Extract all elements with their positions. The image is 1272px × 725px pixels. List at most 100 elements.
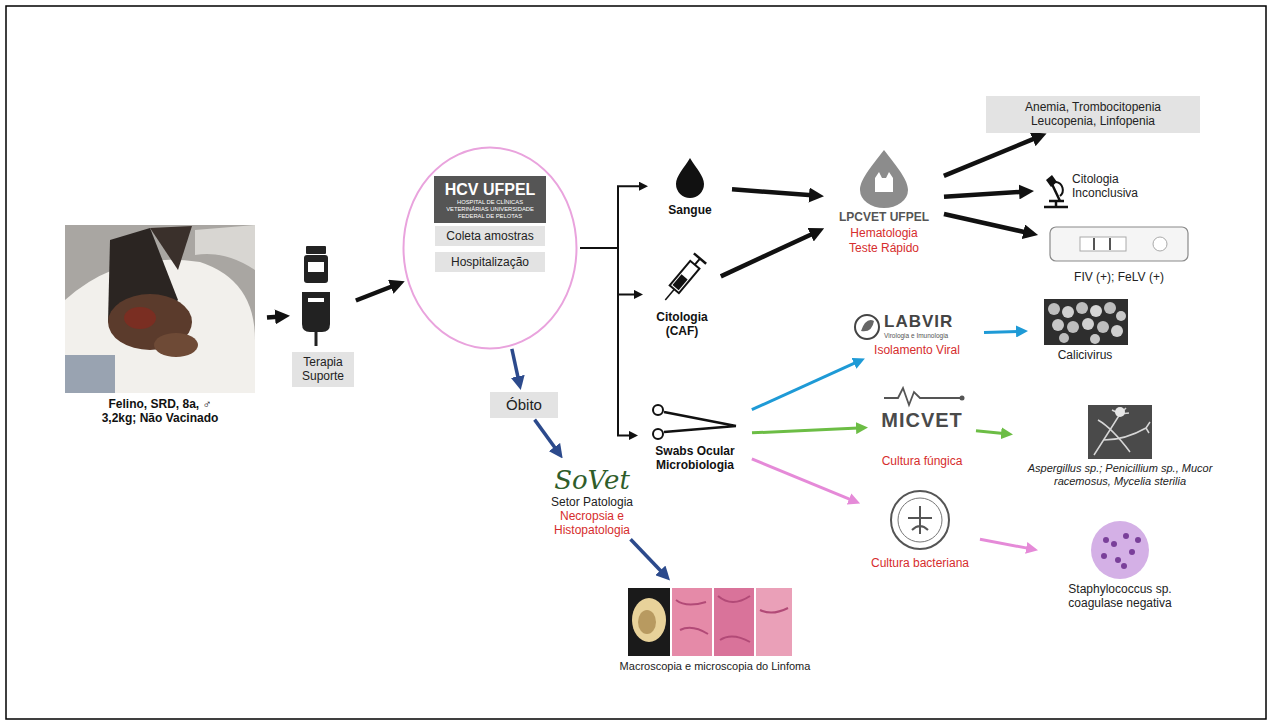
rapid-test-strip — [1050, 227, 1188, 261]
step-label: Óbito — [490, 392, 558, 418]
syringe-icon — [694, 253, 706, 263]
lab-method: Cultura fúngica — [882, 454, 963, 468]
fungi-micrograph — [1088, 405, 1152, 459]
lab-logo: SoVetSetor PatologiaNecropsia e Histopat… — [522, 460, 662, 538]
lab-method: Necropsia e Histopatologia — [540, 509, 644, 538]
result-item: Citologia Inconclusiva — [1036, 172, 1176, 201]
virus-micrograph — [1062, 306, 1074, 318]
virus-micrograph — [1090, 334, 1100, 344]
lpcvet-logo — [875, 172, 893, 192]
medicine-icons — [302, 292, 330, 332]
bacteria-micrograph — [1135, 537, 1141, 543]
result-item: Aspergillus sp.; Penicillium sp., Mucor … — [1015, 402, 1225, 488]
step-label: Coleta amostras — [435, 226, 545, 246]
logo-text: MICVET — [881, 408, 963, 432]
rapid-test-strip — [1109, 238, 1111, 250]
virus-micrograph — [1116, 311, 1126, 321]
virus-micrograph — [1052, 319, 1064, 331]
bacteriology-seal — [891, 491, 949, 549]
bacteria-micrograph — [1101, 553, 1107, 559]
flow-arrow — [944, 214, 1026, 232]
logo-panel: HCV UFPELHOSPITAL DE CLÍNICAS VETERINÁRI… — [434, 176, 546, 223]
patient-photo: Felino, SRD, 8a, ♂3,2kg; Não Vacinado — [55, 225, 265, 426]
medicine-icons — [306, 246, 326, 254]
bacteriology-seal — [898, 498, 942, 542]
logo-text: SoVet — [554, 466, 630, 495]
virus-micrograph — [1067, 321, 1079, 333]
flow-arrow — [535, 420, 557, 450]
step-label: Hospitalização — [435, 252, 545, 272]
sample-label: Citologia (CAF) — [645, 310, 719, 339]
virus-micrograph — [1044, 299, 1128, 345]
syringe-icon — [670, 261, 700, 293]
hospital-ellipse: HCV UFPELHOSPITAL DE CLÍNICAS VETERINÁRI… — [402, 146, 578, 350]
lymphoma-images — [676, 596, 788, 642]
flow-arrow — [732, 189, 812, 195]
forceps-icon — [653, 405, 736, 439]
medicine-icons — [308, 262, 324, 272]
logo-text: LABVIR — [852, 312, 982, 332]
virus-micrograph — [1059, 333, 1069, 343]
flow-arrow — [752, 459, 851, 500]
micvet-logo — [884, 388, 960, 405]
fungi-micrograph — [1088, 405, 1152, 459]
virus-micrograph — [1090, 305, 1102, 317]
sample-icon: Swabs Ocular Microbiologia — [640, 398, 750, 473]
micvet-logo — [884, 388, 965, 405]
labvir-logo — [855, 315, 879, 339]
flow-arrow — [721, 233, 813, 276]
labvir-logo — [861, 320, 874, 331]
sample-label: Swabs Ocular Microbiologia — [640, 444, 750, 473]
micvet-logo — [960, 396, 965, 401]
microscope-icon — [1044, 175, 1068, 207]
result-text: Calicivirus — [1058, 348, 1113, 362]
cat-photo — [124, 307, 156, 329]
forceps-icon — [664, 412, 736, 432]
medicine-icons — [308, 298, 324, 302]
result-item: FIV (+); FeLV (+) — [1040, 222, 1198, 284]
bacteria-micrograph — [1103, 537, 1109, 543]
virus-micrograph — [1048, 303, 1060, 315]
sample-label: Sangue — [668, 203, 711, 217]
forceps-icon — [653, 405, 663, 415]
therapy-step: Terapia Suporte — [292, 240, 354, 387]
labvir-logo — [855, 315, 879, 339]
step-box: Hospitalização — [435, 252, 545, 272]
bacteria-micrograph — [1121, 563, 1127, 569]
microscope-icon — [1044, 182, 1068, 207]
medicine-icons — [315, 332, 318, 346]
logo-text: Virologia e Imunologia — [852, 332, 982, 340]
result-text: Citologia Inconclusiva — [1036, 172, 1176, 201]
outcome-box: Óbito — [490, 392, 558, 418]
virus-micrograph — [1076, 302, 1088, 314]
medicine-icons — [302, 246, 330, 346]
flow-arrow — [267, 314, 278, 319]
lymphoma-images — [628, 588, 670, 656]
result-item: Macroscopia e microscopia do Linfoma — [612, 582, 818, 673]
ellipse-outline — [404, 148, 577, 349]
result-text: Setor Patologia — [551, 495, 633, 509]
flow-arrow — [980, 539, 1029, 548]
bacteriology-seal — [908, 506, 932, 534]
flow-arrow — [512, 349, 519, 379]
cat-photo — [154, 333, 198, 357]
cat-photo — [195, 225, 255, 270]
step-label: Anemia, Trombocitopenia Leucopenia, Linf… — [986, 96, 1200, 133]
sample-icon: Citologia (CAF) — [645, 250, 719, 339]
lab-method: Cultura bacteriana — [871, 556, 969, 570]
sample-icon: Sangue — [650, 155, 730, 217]
flow-arrow — [356, 286, 394, 301]
result-item: Staphylococcus sp. coagulase negativa — [1040, 520, 1200, 611]
result-text: FIV (+); FeLV (+) — [1074, 270, 1164, 284]
fungi-micrograph — [1094, 408, 1150, 455]
flow-arrow — [752, 362, 856, 409]
lab-logo: Cultura bacteriana — [862, 486, 978, 570]
microscope-icon — [1046, 175, 1057, 187]
result-box: Anemia, Trombocitopenia Leucopenia, Linf… — [986, 96, 1200, 133]
rapid-test-strip — [1093, 238, 1095, 250]
bacteria-micrograph — [1091, 521, 1149, 579]
syringe-icon — [673, 274, 688, 290]
flow-arrow — [631, 539, 663, 572]
rapid-test-strip — [1080, 237, 1126, 251]
